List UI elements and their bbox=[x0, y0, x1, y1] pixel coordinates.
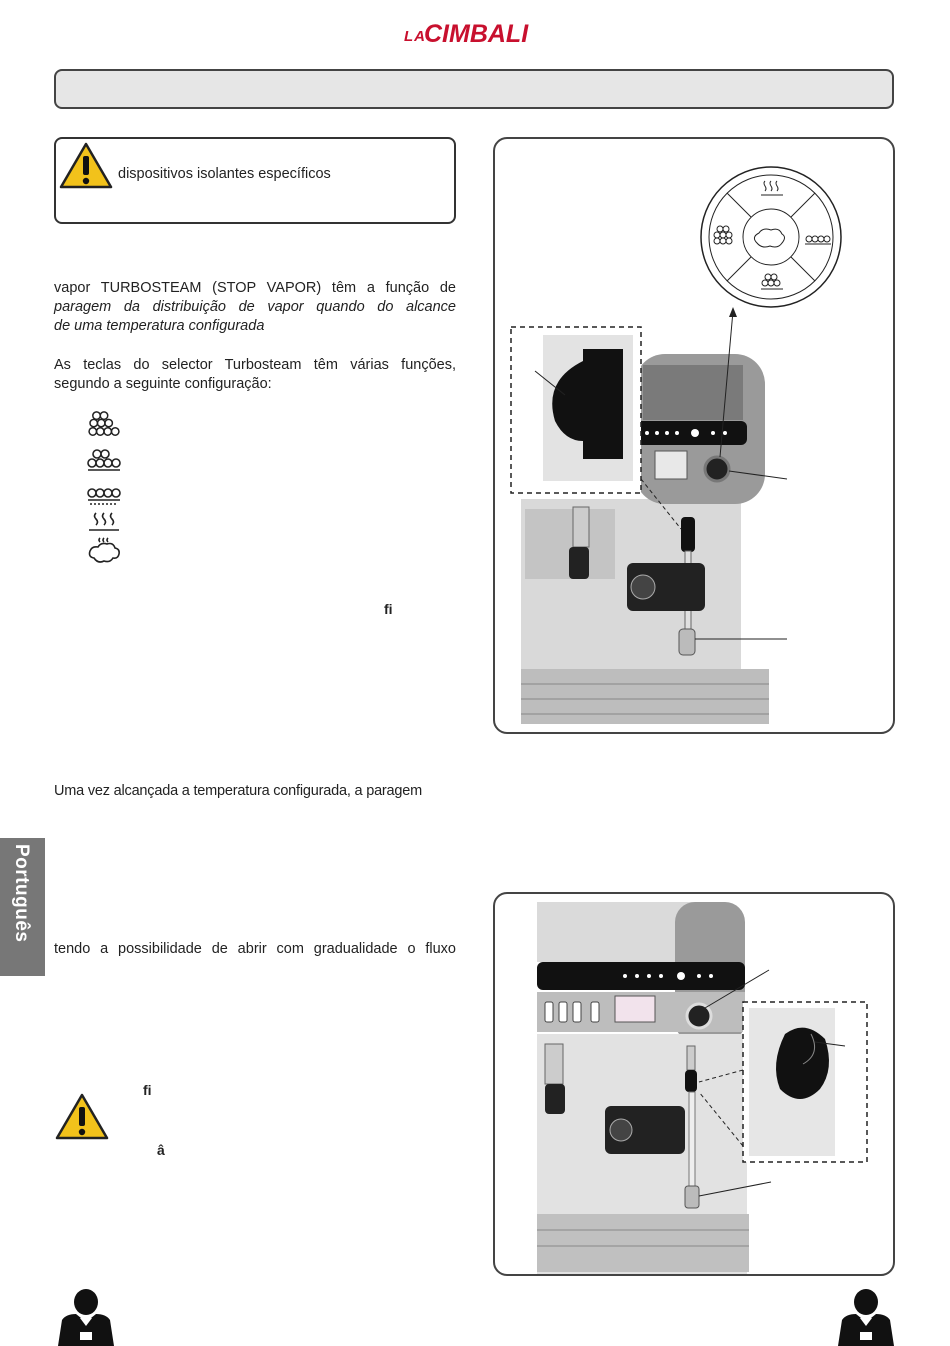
body-para3: Uma vez alcançada a temperatura configur… bbox=[54, 783, 423, 799]
figure-2 bbox=[493, 892, 895, 1276]
warning-icon bbox=[55, 1093, 109, 1140]
section-title-bar bbox=[54, 69, 894, 109]
warning-icon bbox=[59, 142, 113, 189]
milk-foam-medium-icon bbox=[87, 449, 121, 471]
body-para2-line-2: segundo a seguinte configuração: bbox=[54, 376, 272, 392]
brand-prefix: LA bbox=[404, 28, 426, 45]
milk-foam-light-icon bbox=[87, 488, 121, 505]
warning2-glyph-1: fi bbox=[143, 1082, 152, 1098]
body-line-2: paragem da distribuição de vapor quando … bbox=[54, 299, 456, 315]
brand-name: CIMBALI bbox=[424, 20, 529, 48]
body-line-3: de uma temperatura configurada bbox=[54, 318, 265, 334]
body-para2-line-1: As teclas do selector Turbosteam têm vár… bbox=[54, 357, 456, 373]
orphan-glyph: fi bbox=[384, 601, 393, 617]
brand-logo: LA CIMBALI bbox=[404, 20, 549, 54]
machine-illustration-1 bbox=[510, 166, 842, 724]
body-line-1: vapor TURBOSTEAM (STOP VAPOR) têm a funç… bbox=[54, 280, 456, 296]
milk-foam-dense-icon bbox=[88, 411, 120, 436]
machine-illustration-2 bbox=[537, 902, 868, 1274]
warning-box: dispositivos isolantes específicos bbox=[54, 137, 456, 224]
barista-icon bbox=[838, 1289, 894, 1346]
language-tab: Português bbox=[0, 838, 45, 976]
warning-text: dispositivos isolantes específicos bbox=[118, 166, 331, 182]
steam-heat-icon bbox=[89, 512, 119, 531]
figure-1 bbox=[493, 137, 895, 734]
language-tab-label: Português bbox=[11, 844, 32, 943]
barista-icon bbox=[58, 1289, 114, 1346]
steam-cloud-icon bbox=[88, 537, 120, 563]
body-para4: tendo a possibilidade de abrir com gradu… bbox=[54, 941, 456, 957]
warning2-glyph-2: â bbox=[157, 1142, 165, 1158]
